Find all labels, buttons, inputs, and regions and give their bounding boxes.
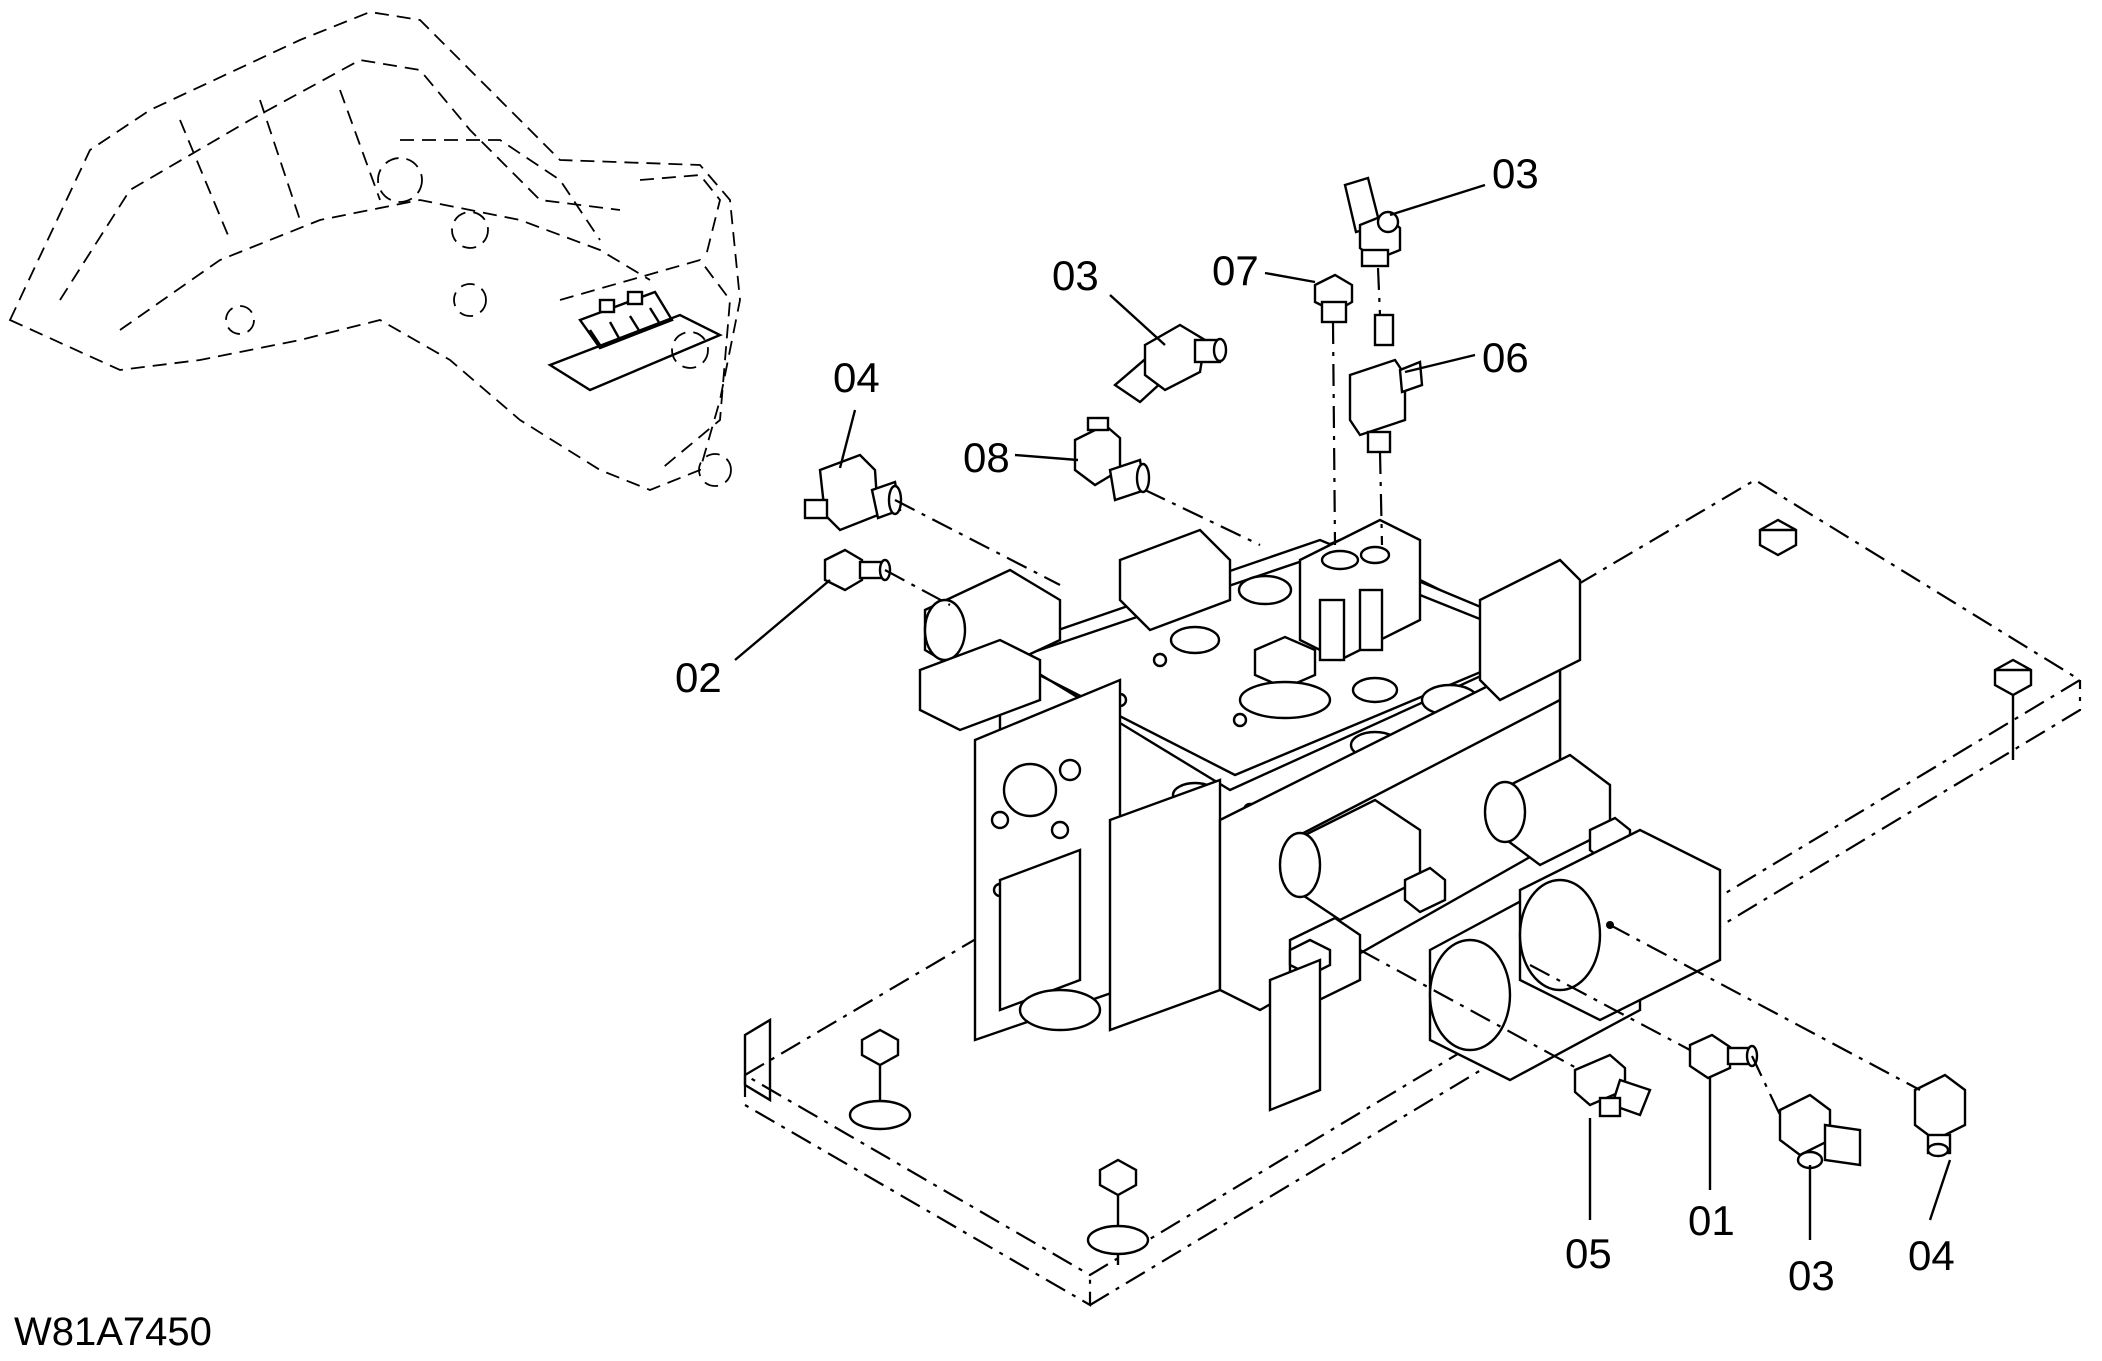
fitting-02 [823,548,892,592]
fitting-01 [1688,1033,1759,1080]
fitting-07 [1313,273,1354,324]
fitting-05 [1573,1053,1652,1118]
callout-04-upper: 04 [833,354,880,401]
plate-bolt-3 [848,1028,912,1131]
callout-03-bottom: 03 [1788,1252,1835,1299]
control-valve-block [918,518,1722,1112]
callout-06: 06 [1482,334,1529,381]
mounting-plate [742,478,2083,1307]
drawing-id: W81A7450 [14,1310,212,1354]
fitting-03-top [1343,176,1402,268]
fitting-03-upper-middle [1113,323,1228,404]
leader-lines [734,183,1952,1240]
plate-bolt-4 [1086,1158,1150,1265]
callout-03-top: 03 [1492,150,1539,197]
plate-bolt-1 [1758,518,1798,557]
assembly-lines [884,267,1921,1116]
callout-03-upper-middle: 03 [1052,252,1099,299]
fitting-04-lower [1913,1073,1967,1158]
machine-frame-overview [8,11,741,491]
callout-05: 05 [1565,1230,1612,1277]
callout-04-lower: 04 [1908,1232,1955,1279]
callout-01: 01 [1688,1197,1735,1244]
fitting-03-bottom [1778,1093,1862,1170]
plate-bolt-2 [1993,658,2033,760]
callout-02: 02 [675,654,722,701]
callout-07: 07 [1212,247,1259,294]
fitting-04-upper [803,453,903,532]
fitting-06 [1348,313,1424,454]
fitting-08 [1073,416,1151,502]
callout-08: 08 [963,434,1010,481]
